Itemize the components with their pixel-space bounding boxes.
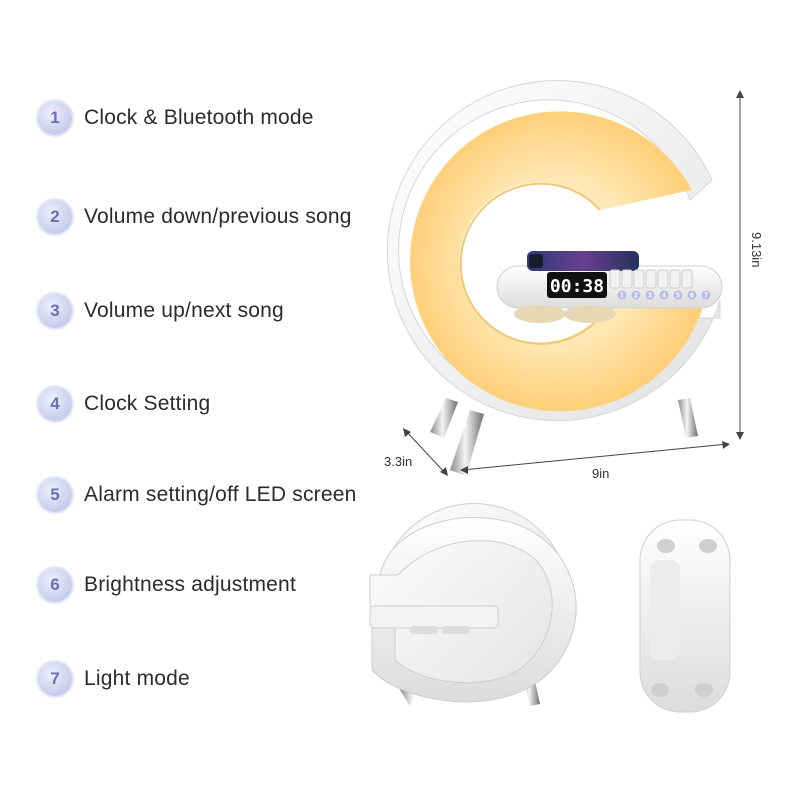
button-key <box>657 269 669 289</box>
legend-item-brightness: 6 Brightness adjustment <box>38 565 296 605</box>
bottom-view-foot <box>651 683 669 697</box>
number-badge: 6 <box>38 568 72 602</box>
button-number: 3 <box>648 293 652 300</box>
button-number: 5 <box>676 293 680 300</box>
button-key <box>669 269 681 289</box>
number-badge: 7 <box>38 662 72 696</box>
number-badge: 3 <box>38 294 72 328</box>
button-badge <box>617 290 627 300</box>
legend-label: Light mode <box>84 667 190 690</box>
legend-label: Clock & Bluetooth mode <box>84 106 314 129</box>
button-badge <box>645 290 655 300</box>
button-badge <box>701 290 711 300</box>
button-number: 7 <box>704 293 708 300</box>
button-number: 2 <box>634 293 638 300</box>
button-badge <box>673 290 683 300</box>
lamp-side-view <box>369 503 577 706</box>
phone-camera <box>529 254 543 268</box>
button-badge <box>631 290 641 300</box>
lamp-leg <box>430 398 458 438</box>
bottom-view-foot <box>657 539 675 553</box>
speaker-pad <box>564 305 616 323</box>
lamp-inner-edge <box>459 182 613 345</box>
side-view-shell-arc <box>371 516 577 703</box>
number-badge: 4 <box>38 387 72 421</box>
lamp-leg <box>450 410 484 476</box>
height-label: 9.13in <box>749 232 764 267</box>
button-badge <box>687 290 697 300</box>
phone <box>527 251 639 271</box>
clock-display <box>547 272 607 298</box>
lamp-shell <box>386 80 721 422</box>
side-view-pad <box>410 626 438 634</box>
width-label: 9in <box>592 466 609 481</box>
control-buttons: 1 2 3 4 5 6 7 <box>609 269 711 300</box>
legend-label: Volume up/next song <box>84 299 284 322</box>
number-badge: 1 <box>38 101 72 135</box>
legend-item-light-mode: 7 Light mode <box>38 659 190 699</box>
lamp-bottom-view <box>639 519 731 713</box>
button-key <box>609 269 621 289</box>
main-lamp: 00:38 1 2 3 4 5 6 7 <box>386 80 723 476</box>
legend-item-volume-down: 2 Volume down/previous song <box>38 197 352 237</box>
button-key <box>645 269 657 289</box>
dimension-height: 9.13in <box>736 90 764 440</box>
bottom-view-panel <box>650 560 680 660</box>
button-number: 1 <box>620 293 624 300</box>
button-number: 6 <box>690 293 694 300</box>
dimension-depth: 3.3in <box>384 428 448 476</box>
button-number: 4 <box>662 293 666 300</box>
depth-label: 3.3in <box>384 454 412 469</box>
button-key <box>681 269 693 289</box>
clock-display-time: 00:38 <box>550 276 604 297</box>
side-view-shelf <box>369 605 499 629</box>
number-badge: 2 <box>38 200 72 234</box>
speaker-pad <box>514 305 566 323</box>
legend-label: Alarm setting/off LED screen <box>84 483 357 506</box>
legend-item-clock-bluetooth: 1 Clock & Bluetooth mode <box>38 98 314 138</box>
button-badge <box>659 290 669 300</box>
button-key <box>633 269 645 289</box>
legend-label: Volume down/previous song <box>84 205 352 228</box>
lamp-leg <box>678 398 698 438</box>
legend-label: Clock Setting <box>84 392 211 415</box>
bottom-view-foot <box>695 683 713 697</box>
legend-item-clock-setting: 4 Clock Setting <box>38 384 210 424</box>
bottom-view-foot <box>699 539 717 553</box>
lamp-glow <box>410 111 705 412</box>
side-view-pad <box>442 626 470 634</box>
number-badge: 5 <box>38 478 72 512</box>
legend-item-alarm: 5 Alarm setting/off LED screen <box>38 475 357 515</box>
legend-item-volume-up: 3 Volume up/next song <box>38 291 284 331</box>
legend-label: Brightness adjustment <box>84 573 296 596</box>
dimension-width: 9in <box>460 441 730 481</box>
button-key <box>621 269 633 289</box>
